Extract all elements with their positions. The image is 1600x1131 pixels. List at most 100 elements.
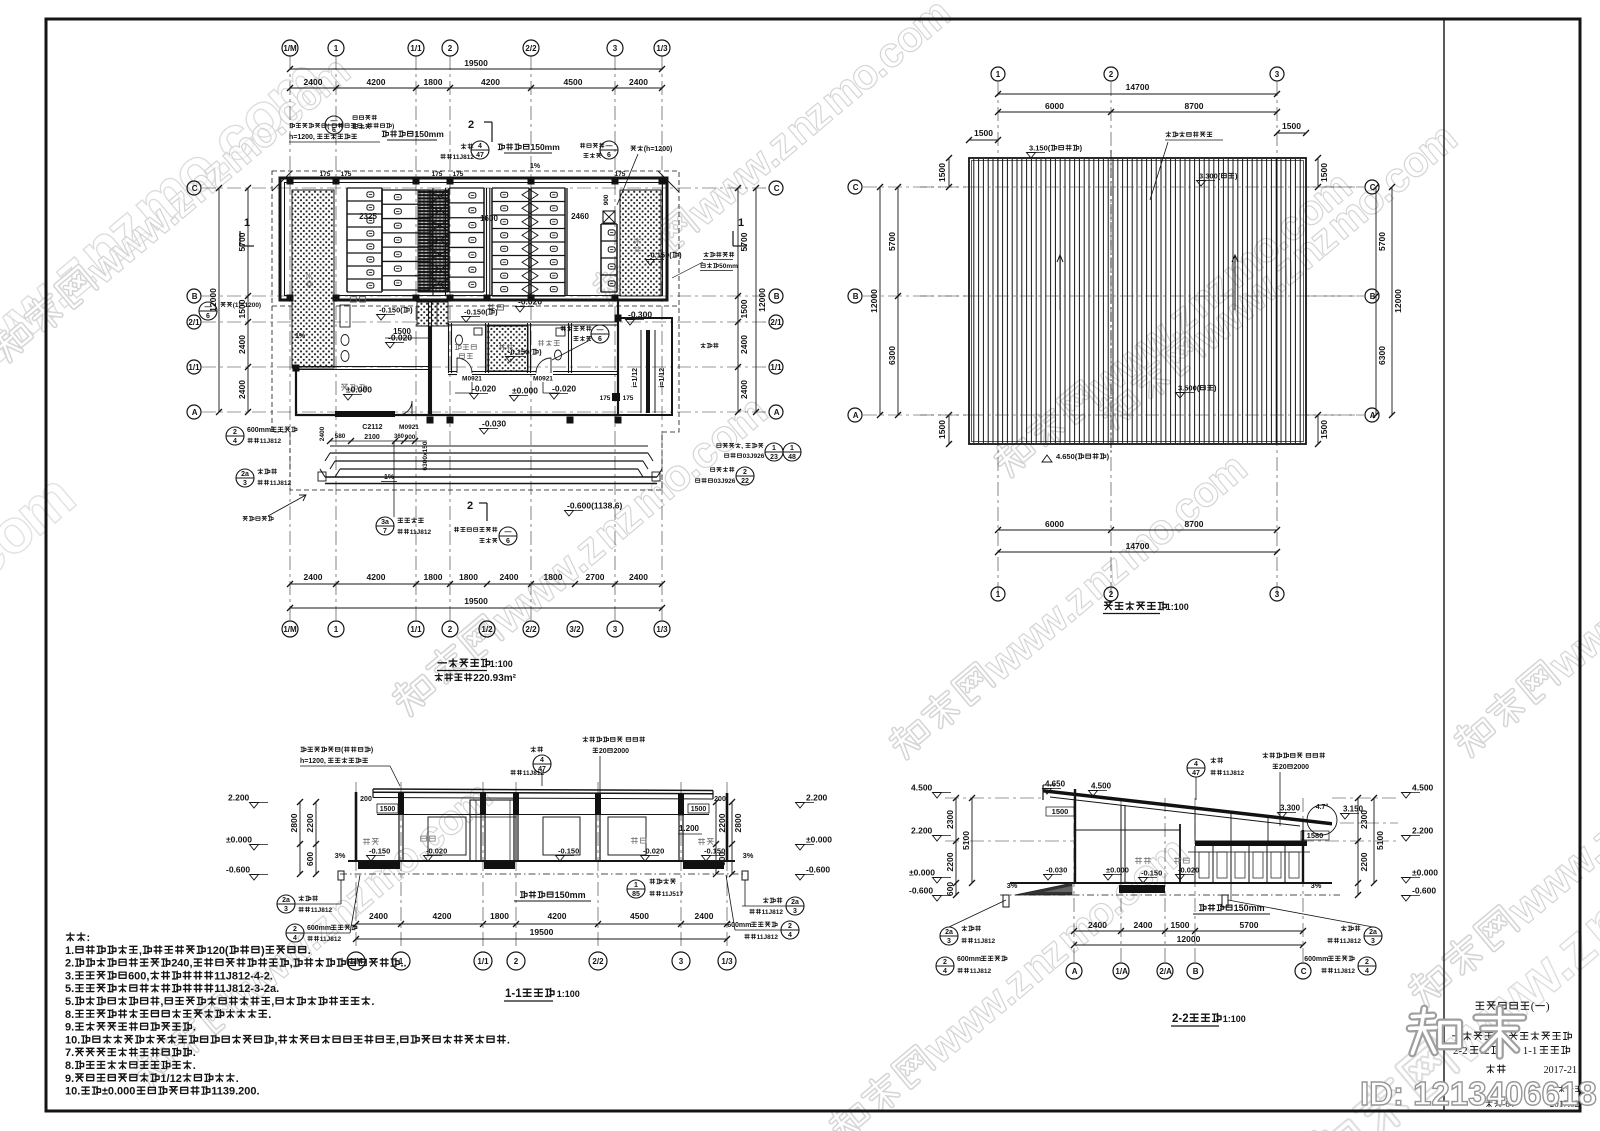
svg-text:2/2: 2/2 xyxy=(592,957,604,966)
svg-text:11J517: 11J517 xyxy=(662,891,684,898)
svg-text:3: 3 xyxy=(1275,70,1280,79)
svg-text:—: — xyxy=(597,327,604,334)
svg-text:3.500(: 3.500( xyxy=(1178,384,1200,393)
svg-text:175: 175 xyxy=(320,171,331,178)
svg-text:7.: 7. xyxy=(65,1047,74,1059)
svg-text:900: 900 xyxy=(603,194,610,205)
svg-text:360: 360 xyxy=(394,434,405,440)
svg-text:A: A xyxy=(774,408,780,417)
svg-text:600mm: 600mm xyxy=(247,427,271,434)
svg-text:2460: 2460 xyxy=(571,212,589,221)
svg-text:11J812: 11J812 xyxy=(410,529,432,536)
svg-text:1: 1 xyxy=(634,882,638,889)
svg-text:2400: 2400 xyxy=(739,335,749,354)
svg-text:1.: 1. xyxy=(65,945,74,957)
svg-text:4: 4 xyxy=(540,757,544,764)
svg-text:1:100: 1:100 xyxy=(1166,602,1189,612)
svg-text:C: C xyxy=(1370,183,1376,192)
svg-text:600: 600 xyxy=(305,852,315,866)
svg-text:5700: 5700 xyxy=(1240,920,1259,930)
svg-text:1/1: 1/1 xyxy=(770,363,782,372)
svg-text:): ) xyxy=(410,306,413,315)
svg-text:1/3: 1/3 xyxy=(656,625,668,634)
svg-text:20: 20 xyxy=(1279,764,1287,771)
svg-text:-0.150: -0.150 xyxy=(704,847,725,856)
svg-text:11J812: 11J812 xyxy=(1334,968,1356,975)
svg-text:4200: 4200 xyxy=(481,77,500,87)
svg-text:5100: 5100 xyxy=(1375,831,1385,850)
svg-text:-0.600(1138.6): -0.600(1138.6) xyxy=(567,501,622,511)
svg-text:600mm: 600mm xyxy=(1304,956,1328,963)
svg-text:,: , xyxy=(274,1034,277,1046)
svg-text:1/1: 1/1 xyxy=(410,625,422,634)
svg-text:1500: 1500 xyxy=(1319,163,1329,182)
svg-text:4500: 4500 xyxy=(630,911,649,921)
svg-text:1800: 1800 xyxy=(490,911,509,921)
svg-text:4.650(: 4.650( xyxy=(1056,452,1078,461)
svg-text:2a: 2a xyxy=(241,471,249,478)
svg-text:2200: 2200 xyxy=(717,813,727,832)
svg-text:2017.02: 2017.02 xyxy=(1550,1099,1579,1109)
svg-text:4.500: 4.500 xyxy=(1091,782,1112,791)
svg-text:B: B xyxy=(1370,292,1376,301)
svg-text:2800: 2800 xyxy=(733,813,743,832)
svg-text:3: 3 xyxy=(793,908,797,915)
svg-text:1:100: 1:100 xyxy=(490,659,513,669)
svg-text:2: 2 xyxy=(1109,70,1114,79)
svg-text:): ) xyxy=(679,251,682,260)
svg-text:11J812: 11J812 xyxy=(1340,938,1362,945)
svg-text:9.: 9. xyxy=(65,1022,74,1034)
svg-text:1500: 1500 xyxy=(1052,807,1069,816)
svg-text:175: 175 xyxy=(341,171,352,178)
svg-text:-0.020: -0.020 xyxy=(518,297,542,307)
svg-text:1600: 1600 xyxy=(480,214,498,223)
svg-text:2: 2 xyxy=(448,44,453,53)
svg-text:4: 4 xyxy=(1365,968,1369,975)
svg-text:4200: 4200 xyxy=(367,572,386,582)
svg-text:-0.150: -0.150 xyxy=(558,847,579,856)
svg-text:7: 7 xyxy=(383,528,387,535)
svg-text:220.93m²: 220.93m² xyxy=(473,673,516,684)
svg-text:2200: 2200 xyxy=(1359,852,1369,871)
svg-text:6: 6 xyxy=(506,538,510,545)
svg-text:19500: 19500 xyxy=(464,58,488,68)
svg-text:20: 20 xyxy=(599,748,607,755)
svg-text:): ) xyxy=(495,308,498,317)
svg-text:14700: 14700 xyxy=(1126,541,1150,551)
svg-text:1/M: 1/M xyxy=(283,625,297,634)
svg-text:2400: 2400 xyxy=(304,572,323,582)
svg-text:3: 3 xyxy=(1371,938,1375,945)
svg-text:2: 2 xyxy=(233,429,237,436)
svg-text:(: ( xyxy=(327,123,330,130)
svg-text:11J812: 11J812 xyxy=(270,480,292,487)
svg-text:±0.000: ±0.000 xyxy=(512,386,538,396)
svg-text:2200: 2200 xyxy=(945,852,955,871)
svg-text:1500: 1500 xyxy=(1171,920,1190,930)
svg-text:C: C xyxy=(774,184,780,193)
svg-text:6000: 6000 xyxy=(1045,519,1064,529)
svg-text:8.: 8. xyxy=(65,1060,74,1072)
svg-text:10.: 10. xyxy=(65,1086,80,1098)
svg-text:1-1: 1-1 xyxy=(1523,1045,1538,1057)
svg-text:1/A: 1/A xyxy=(1115,967,1128,976)
svg-text:2400: 2400 xyxy=(304,77,323,87)
svg-text:±0.000: ±0.000 xyxy=(806,835,832,845)
svg-text:23: 23 xyxy=(770,454,778,461)
svg-text:19500: 19500 xyxy=(464,596,488,606)
svg-text:B: B xyxy=(774,292,780,301)
svg-text:,: , xyxy=(290,958,293,970)
svg-text:-0.600: -0.600 xyxy=(909,886,933,896)
svg-text:M0921: M0921 xyxy=(533,376,553,383)
svg-text:3%: 3% xyxy=(743,851,754,860)
svg-text:175: 175 xyxy=(623,395,634,402)
svg-text:—: — xyxy=(606,143,613,150)
svg-text:1: 1 xyxy=(399,957,404,966)
svg-text:6000: 6000 xyxy=(1045,101,1064,111)
svg-text:2400: 2400 xyxy=(739,380,749,399)
svg-text:B: B xyxy=(192,292,198,301)
svg-text:1800: 1800 xyxy=(459,572,478,582)
svg-text:2: 2 xyxy=(293,926,297,933)
svg-text:,: , xyxy=(139,945,142,957)
svg-text:3: 3 xyxy=(613,625,618,634)
svg-text:): ) xyxy=(539,348,542,357)
